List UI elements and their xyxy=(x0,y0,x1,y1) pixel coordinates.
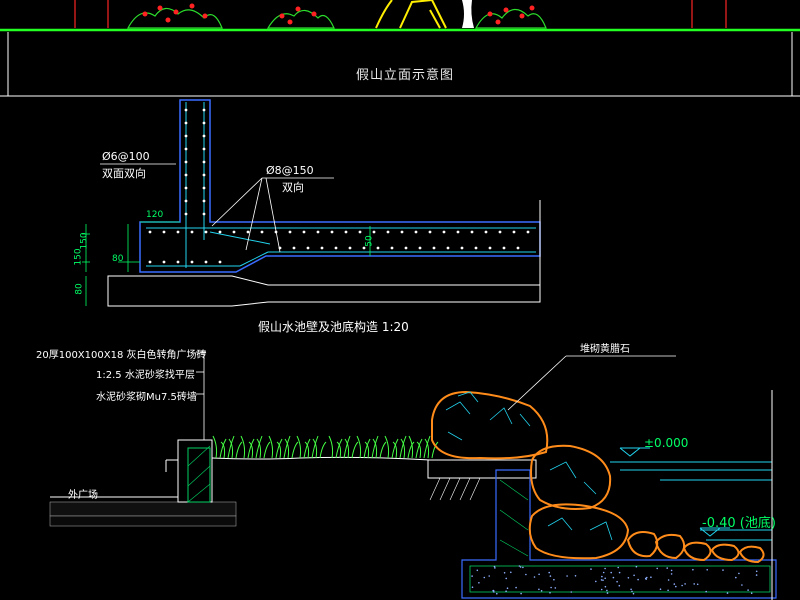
pool-bottom-label: -0.40 (池底) xyxy=(702,516,776,531)
elevation-title: 假山立面示意图 xyxy=(356,68,455,83)
brick-wall xyxy=(165,439,213,503)
rock-base-block xyxy=(427,459,537,501)
rebar-dots xyxy=(148,108,530,264)
rock-small-2 xyxy=(654,533,686,560)
water-lines xyxy=(610,447,772,541)
yellow-wax-rocks xyxy=(431,390,765,564)
rock-small-3 xyxy=(682,541,712,562)
dim-120: 120 xyxy=(146,210,164,220)
rock-small-1 xyxy=(626,531,659,558)
wall-rebar-spec: Ø6@100 xyxy=(102,150,150,163)
rock-low xyxy=(528,503,630,560)
layer-note-3: 水泥砂浆砌Mu7.5砖墙 xyxy=(96,392,197,403)
wall-slab-outline xyxy=(139,99,541,273)
plaza-ground xyxy=(49,496,237,527)
shrub-cluster-right xyxy=(474,5,547,29)
shrub-cluster-mid xyxy=(266,6,335,29)
dim-150-b: 150 xyxy=(73,248,84,266)
water-level-label: ±0.000 xyxy=(644,436,689,450)
pool-structure xyxy=(461,469,777,599)
wall-rebar-note: 双面双向 xyxy=(102,167,146,180)
white-tree-trunk xyxy=(462,0,474,28)
rock-small-4 xyxy=(710,543,740,562)
tree-trunks xyxy=(74,0,727,28)
rock-label: 堆砌黄腊石 xyxy=(580,344,630,355)
dim-50: 50 xyxy=(364,235,375,247)
layer-note-2: 1:2.5 水泥砂浆找平层 xyxy=(96,370,195,381)
edge-detail xyxy=(49,351,777,600)
rock-texture xyxy=(445,391,613,541)
base-rebar-note: 双向 xyxy=(282,181,304,194)
section-detail xyxy=(82,99,541,307)
dim-80-a: 80 xyxy=(112,254,124,264)
rock-small-5 xyxy=(738,545,765,564)
sub-base-layer xyxy=(107,275,541,307)
elevation-strip xyxy=(0,0,800,32)
concrete-speckle xyxy=(471,565,758,595)
grass-tufts xyxy=(212,435,439,459)
yellow-rock-outline xyxy=(375,0,447,29)
rock-mid xyxy=(530,444,612,510)
base-rebar-spec: Ø8@150 xyxy=(266,164,314,177)
section-title: 假山水池壁及池底构造 1:20 xyxy=(258,320,409,334)
layer-note-1: 20厚100X100X18 灰白色转角广场砖 xyxy=(36,350,207,361)
dim-150-a: 150 xyxy=(79,232,90,250)
dim-80-b: 80 xyxy=(74,283,85,295)
rock-top xyxy=(431,390,549,460)
outer-plaza-label: 外广场 xyxy=(68,490,98,501)
shrub-cluster-left xyxy=(126,3,223,29)
